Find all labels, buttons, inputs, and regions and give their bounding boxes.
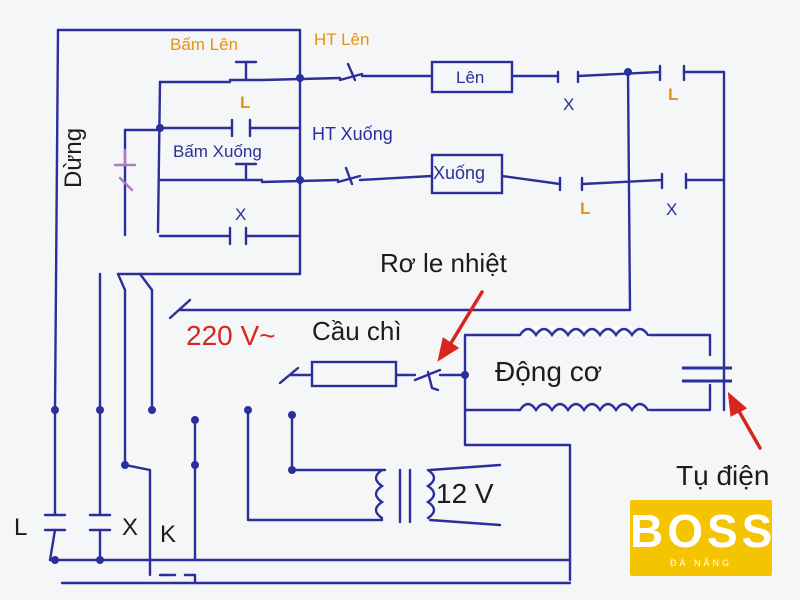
label-contact-l-mid: L — [580, 199, 591, 218]
junction-dot — [461, 371, 469, 379]
contact-x-seal — [228, 226, 248, 246]
logo-subtitle: ĐÀ NẴNG — [669, 558, 732, 568]
wire-motor-box — [463, 333, 712, 412]
label-220v: 220 V~ — [186, 320, 276, 351]
wire-mid-vertical — [626, 70, 632, 312]
wire-motor-to-trafo — [463, 408, 572, 582]
contact-x-mid-right — [660, 172, 688, 190]
button-bam-len — [228, 60, 264, 82]
wire-mid-row-c — [358, 174, 434, 182]
label-terminal-k: K — [160, 521, 177, 548]
motor-coil-top — [518, 327, 650, 338]
label-coil-xuong: Xuống — [433, 163, 486, 183]
label-bam-xuong: Bấm Xuống — [173, 142, 262, 161]
trafo-core — [398, 468, 412, 524]
junction-dot — [191, 461, 199, 469]
wire-feed-4 — [116, 272, 154, 292]
label-12v: 12 V — [436, 478, 494, 509]
trafo-secondary-coil — [425, 468, 436, 520]
junction-dot — [624, 68, 632, 76]
wire-left-bus — [156, 80, 162, 234]
wire-bottom-k — [123, 463, 152, 562]
junction-dot — [296, 74, 304, 82]
contact-x-top — [556, 70, 580, 84]
junction-dot — [148, 406, 156, 414]
limit-ht-xuong — [336, 166, 362, 186]
thermal-relay — [413, 368, 442, 392]
limit-ht-len — [338, 62, 364, 82]
label-ht-len: HT Lên — [314, 30, 370, 49]
junction-dot — [156, 124, 164, 132]
wire-top-row-f — [682, 70, 726, 412]
label-tu-dien: Tụ điện — [676, 460, 770, 491]
boss-logo: BOSS ĐÀ NẴNG — [630, 500, 772, 576]
junction-dot — [296, 176, 304, 184]
switch-dung — [113, 148, 137, 192]
switch-main-220 — [168, 298, 192, 320]
junction-dot — [51, 406, 59, 414]
label-ht-xuong: HT Xuống — [312, 124, 393, 144]
label-bam-len: Bấm Lên — [170, 35, 239, 54]
label-contact-x-top: X — [563, 95, 575, 114]
junction-dot — [288, 466, 296, 474]
arrow-capacitor — [734, 404, 762, 450]
fuse-box — [310, 360, 398, 388]
label-dong-co: Động cơ — [495, 356, 603, 387]
label-contact-l-seal: L — [240, 93, 251, 112]
button-bam-xuong — [228, 162, 264, 182]
contact-l-bottom — [43, 513, 67, 532]
wire-top-row-e — [576, 70, 662, 78]
wire-mid-row-d — [500, 174, 562, 186]
wire-bottom-l — [48, 408, 57, 562]
coil-xuong-box — [430, 153, 504, 195]
trafo-primary-coil — [374, 468, 385, 520]
wire-k-contact — [148, 558, 197, 585]
contact-l-top-right — [658, 64, 686, 82]
contact-l-mid — [558, 176, 584, 192]
wire-outer-top — [56, 28, 302, 80]
arrow-head-capacitor — [727, 391, 748, 417]
wire-supply-1 — [246, 408, 384, 522]
junction-dot — [288, 411, 296, 419]
junction-dot — [51, 556, 59, 564]
label-contact-x-mid-right: X — [666, 200, 678, 219]
logo-word: BOSS — [630, 505, 777, 557]
label-contact-l-top-right: L — [668, 85, 679, 104]
arrow-thermal-relay — [446, 290, 484, 350]
wire-supply-2 — [290, 413, 387, 472]
junction-dot — [96, 406, 104, 414]
label-coil-len: Lên — [456, 68, 485, 87]
wire-mid-row-e — [580, 178, 664, 186]
coil-len-box — [430, 60, 514, 94]
wire-outer-left — [53, 28, 60, 412]
junction-dot — [191, 416, 199, 424]
label-terminal-x: X — [122, 514, 139, 541]
arrow-head-thermal — [437, 337, 460, 362]
wire-12v-top — [428, 463, 502, 472]
label-terminal-l: L — [14, 514, 28, 541]
contact-x-bottom — [88, 513, 112, 532]
junction-dot — [121, 461, 129, 469]
wire-12v-bot — [428, 518, 502, 527]
switch-fuse-in — [278, 366, 300, 385]
motor-coil-bottom — [518, 402, 650, 413]
label-contact-x-seal: X — [235, 205, 247, 224]
junction-dot — [244, 406, 252, 414]
label-cau-chi: Cầu chì — [312, 316, 402, 346]
label-ro-le-nhiet: Rơ le nhiệt — [380, 248, 507, 278]
contact-l-seal — [230, 118, 252, 138]
junction-dot — [96, 556, 104, 564]
label-dung: Dừng — [60, 127, 87, 188]
